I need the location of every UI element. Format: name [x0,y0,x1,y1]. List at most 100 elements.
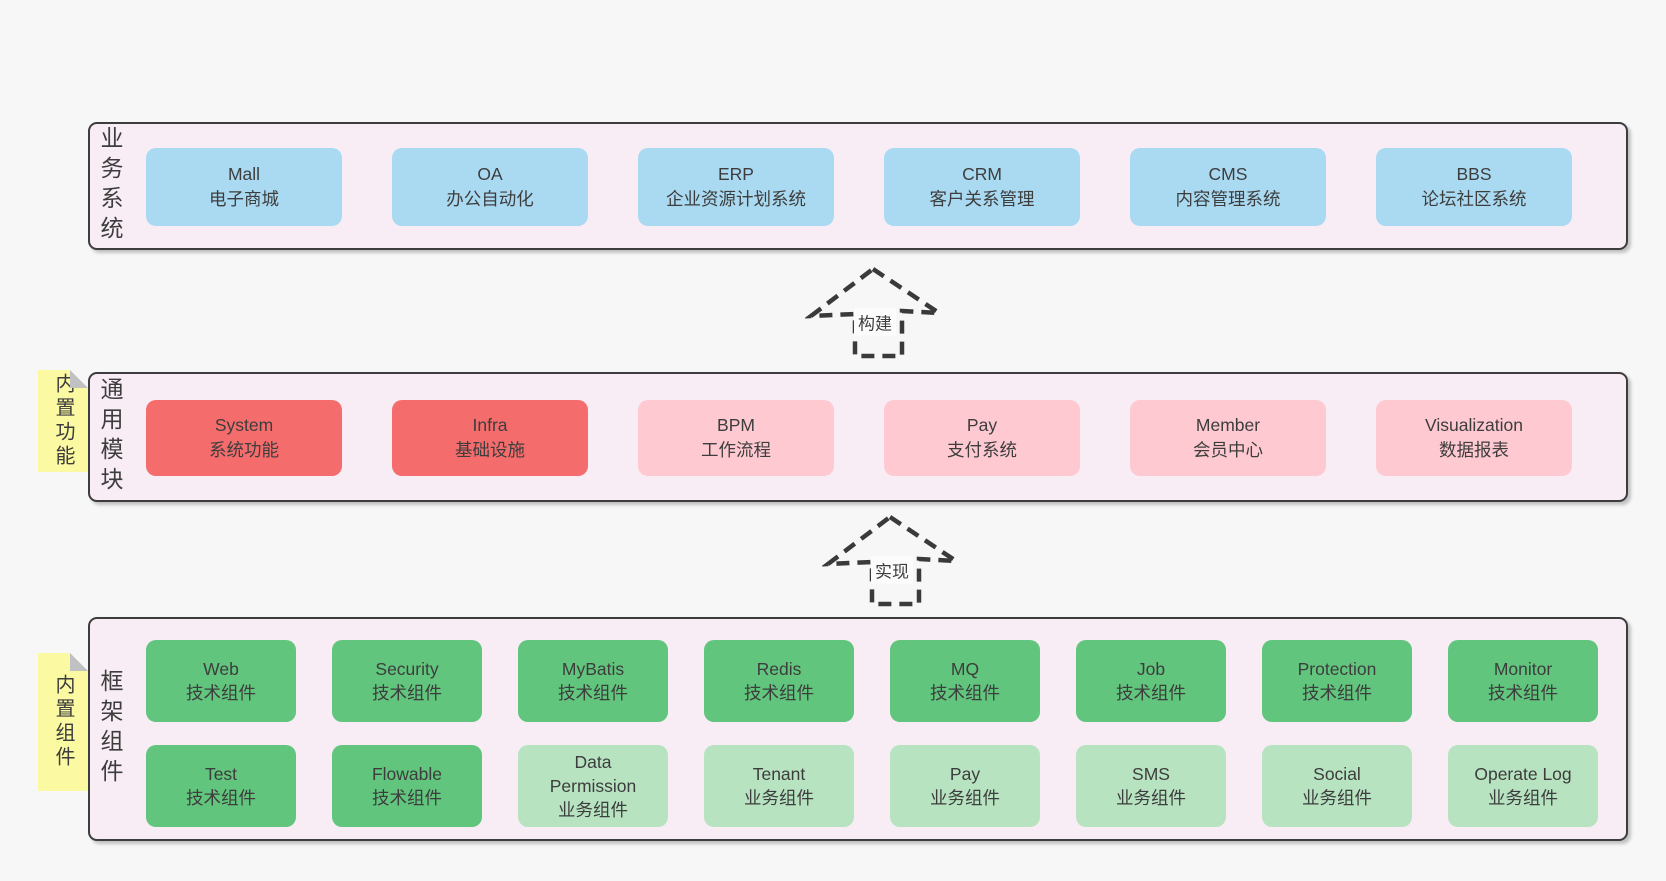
box-visualization: Visualization 数据报表 [1376,400,1572,476]
up-arrow-icon [805,266,945,359]
box-zh: 数据报表 [1439,440,1509,460]
build-arrow-label: 构建 [854,308,896,336]
box-oa: OA 办公自动化 [392,148,588,226]
box-mybatis: MyBatis 技术组件 [518,640,668,722]
box-zh: 业务组件 [1116,788,1186,808]
box-bbs: BBS 论坛社区系统 [1376,148,1572,226]
box-en: Member [1195,415,1261,435]
box-social: Social 业务组件 [1262,745,1412,827]
box-en: CMS [1208,164,1248,184]
box-en: Visualization [1425,415,1523,435]
build-arrow: 构建 [805,264,945,360]
box-cms: CMS 内容管理系统 [1130,148,1326,226]
box-zh: 电子商城 [209,189,279,209]
modules-box-row: System 系统功能 Infra 基础设施 BPM 工作流程 Pay 支付系统… [146,400,1572,476]
up-arrow-icon [822,514,962,607]
box-en: MQ [950,659,980,679]
box-en: MyBatis [561,659,625,679]
box-system: System 系统功能 [146,400,342,476]
box-en: Pay [966,415,998,435]
box-zh: 技术组件 [186,788,256,808]
layer-common-modules: 通用模块 System 系统功能 Infra 基础设施 BPM 工作流程 Pay… [88,372,1628,502]
box-en: Monitor [1493,659,1553,679]
box-web: Web 技术组件 [146,640,296,722]
box-zh: 论坛社区系统 [1421,189,1527,209]
box-en: Tenant [752,764,806,784]
box-crm: CRM 客户关系管理 [884,148,1080,226]
box-erp: ERP 企业资源计划系统 [638,148,834,226]
box-pay-module: Pay 支付系统 [884,400,1080,476]
box-sms: SMS 业务组件 [1076,745,1226,827]
box-en: Infra [472,415,508,435]
box-en: Operate Log [1474,764,1572,784]
box-redis: Redis 技术组件 [704,640,854,722]
box-zh: 技术组件 [558,683,628,703]
box-en: OA [477,164,503,184]
box-pay-component: Pay 业务组件 [890,745,1040,827]
layer-modules-label: 通用模块 [97,377,123,497]
box-en: CRM [962,164,1002,184]
box-en: Flowable [371,764,443,784]
box-member: Member 会员中心 [1130,400,1326,476]
box-en: Social [1313,764,1361,784]
note-label: 内置功能 [52,373,74,469]
builtin-functions-note: 内置功能 [38,370,88,472]
box-job: Job 技术组件 [1076,640,1226,722]
box-en: Security [375,659,439,679]
box-en: SMS [1132,764,1170,784]
box-en: ERP [718,164,754,184]
box-zh: 技术组件 [744,683,814,703]
box-data-permission: Data Permission 业务组件 [518,745,668,827]
box-zh: 业务组件 [558,800,628,820]
implement-arrow: 实现 [822,512,962,608]
box-protection: Protection 技术组件 [1262,640,1412,722]
box-en: Test [204,764,238,784]
box-en: Job [1136,659,1166,679]
builtin-components-note: 内置组件 [38,653,88,791]
components-box-row-1: Web 技术组件 Security 技术组件 MyBatis 技术组件 Redi… [146,640,1598,722]
box-operate-log: Operate Log 业务组件 [1448,745,1598,827]
box-zh: 技术组件 [1116,683,1186,703]
layer-components-label: 框架组件 [97,669,123,789]
layer-framework-components: 框架组件 Web 技术组件 Security 技术组件 MyBatis 技术组件… [88,617,1628,841]
box-zh: 内容管理系统 [1175,189,1281,209]
box-tenant: Tenant 业务组件 [704,745,854,827]
box-test: Test 技术组件 [146,745,296,827]
box-en: System [214,415,274,435]
box-flowable: Flowable 技术组件 [332,745,482,827]
box-bpm: BPM 工作流程 [638,400,834,476]
box-zh: 技术组件 [372,788,442,808]
box-infra: Infra 基础设施 [392,400,588,476]
components-box-row-2: Test 技术组件 Flowable 技术组件 Data Permission … [146,745,1598,827]
box-zh: 业务组件 [1302,788,1372,808]
box-zh: 会员中心 [1193,440,1263,460]
box-zh: 客户关系管理 [929,189,1035,209]
box-en: Redis [756,659,802,679]
box-zh: 基础设施 [455,440,525,460]
box-en: Mall [227,164,261,184]
box-zh: 技术组件 [1488,683,1558,703]
box-mall: Mall 电子商城 [146,148,342,226]
box-zh: 业务组件 [1488,788,1558,808]
note-label: 内置组件 [52,674,74,770]
box-zh: 技术组件 [372,683,442,703]
layer-business-systems: 业务系统 Mall 电子商城 OA 办公自动化 ERP 企业资源计划系统 CRM… [88,122,1628,250]
box-monitor: Monitor 技术组件 [1448,640,1598,722]
box-zh: 业务组件 [930,788,1000,808]
box-zh: 企业资源计划系统 [666,189,806,209]
box-en: BPM [717,415,755,435]
box-security: Security 技术组件 [332,640,482,722]
box-en: Web [203,659,239,679]
layer-business-label: 业务系统 [97,126,123,246]
business-box-row: Mall 电子商城 OA 办公自动化 ERP 企业资源计划系统 CRM 客户关系… [146,148,1572,226]
implement-arrow-label: 实现 [871,556,913,584]
box-zh: 办公自动化 [446,189,534,209]
box-zh: 技术组件 [186,683,256,703]
box-zh: 支付系统 [947,440,1017,460]
box-zh: 业务组件 [744,788,814,808]
box-zh: 技术组件 [1302,683,1372,703]
box-mq: MQ 技术组件 [890,640,1040,722]
box-en: Data Permission [549,752,637,796]
box-en: BBS [1456,164,1492,184]
